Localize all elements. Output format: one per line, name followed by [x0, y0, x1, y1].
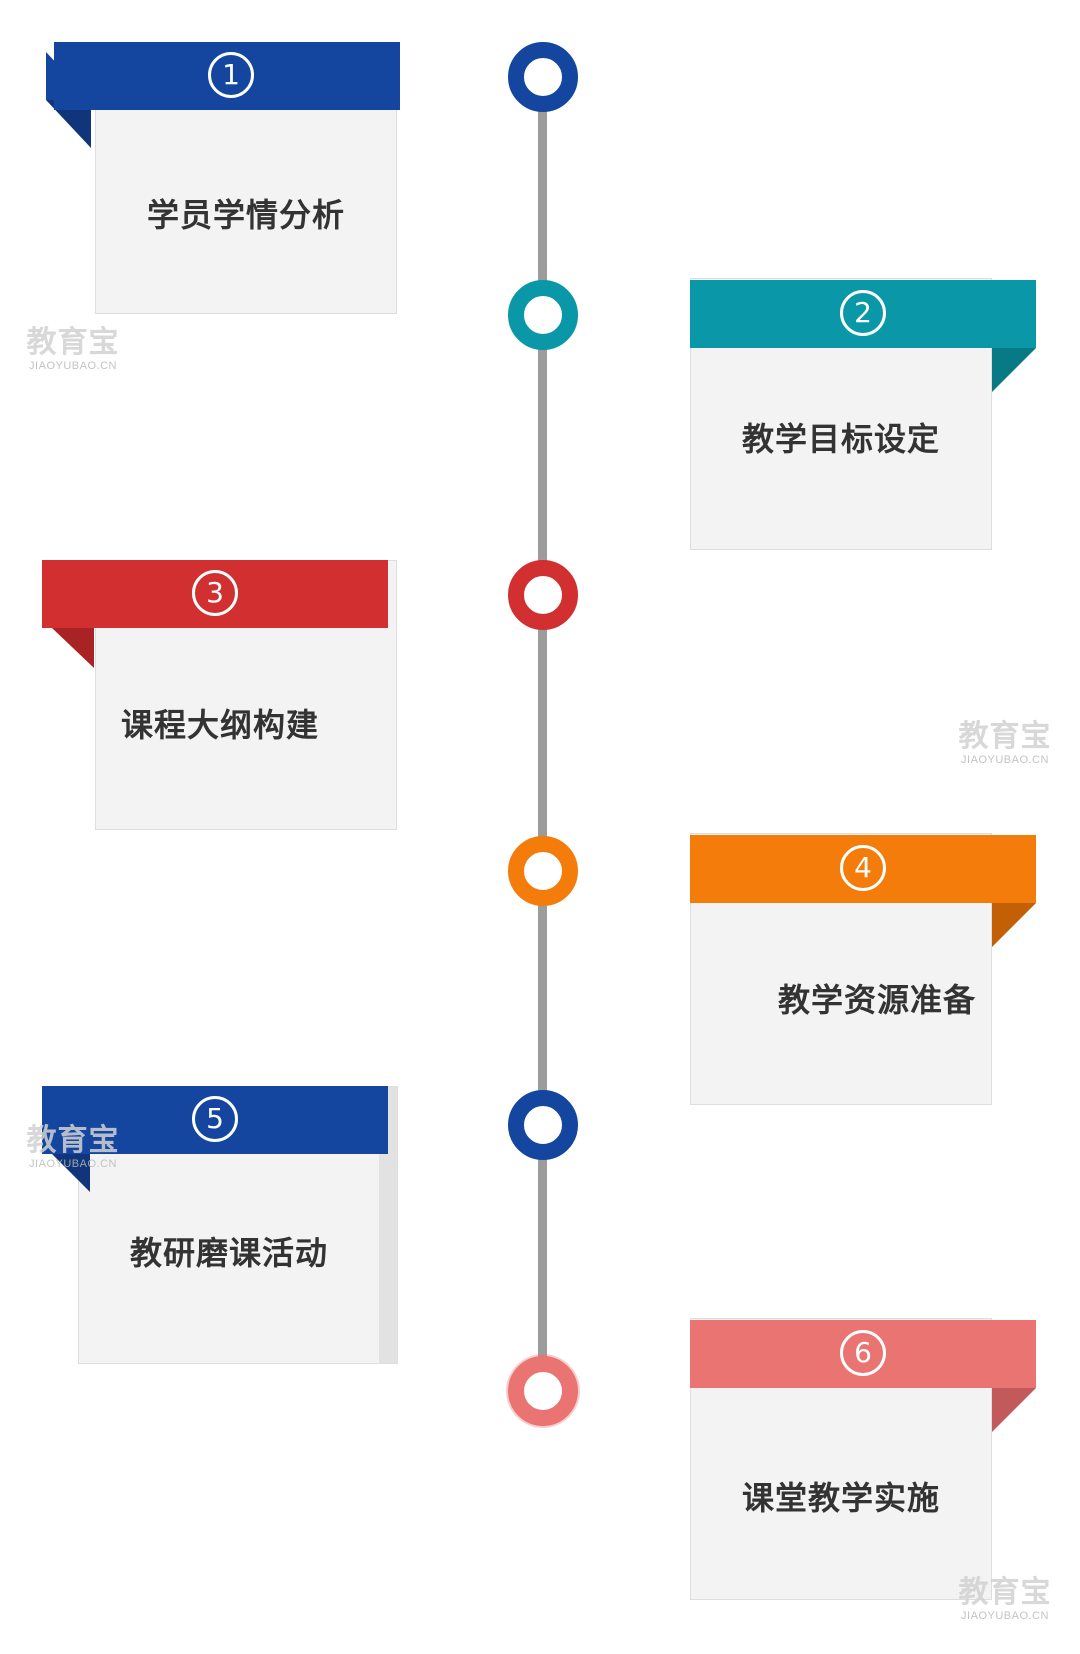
step-card-2: 2 教学目标设定	[660, 270, 1060, 560]
step-label: 教学目标设定	[741, 420, 940, 458]
step-number: 5	[192, 1096, 238, 1142]
step-label: 学员学情分析	[146, 196, 345, 234]
step-card-5: 5 教研磨课活动	[0, 1080, 420, 1370]
ribbon-fold	[52, 1154, 90, 1192]
watermark-logo: 教育宝 JIAOYUBAO.CN	[950, 719, 1060, 767]
step-number: 6	[840, 1330, 886, 1376]
step-number: 4	[840, 845, 886, 891]
step-ribbon: 5	[42, 1086, 388, 1154]
ribbon-fold	[992, 903, 1036, 947]
watermark-domain: JIAOYUBAO.CN	[29, 360, 117, 372]
watermark-logo: 教育宝 JIAOYUBAO.CN	[950, 1575, 1060, 1623]
step-ribbon: 3	[42, 560, 388, 628]
timeline-node-5	[508, 1090, 578, 1160]
step-ribbon: 6	[690, 1320, 1036, 1388]
step-card-1: 1 学员学情分析	[0, 0, 420, 320]
step-card-body	[95, 108, 397, 314]
step-card-4: 4 教学资源准备	[660, 825, 1060, 1115]
watermark-brand: 教育宝	[26, 325, 120, 360]
step-ribbon: 4	[690, 835, 1036, 903]
timeline-axis	[538, 76, 547, 1390]
step-number: 2	[840, 290, 886, 336]
step-ribbon: 1	[54, 42, 400, 110]
card-shadow-strip	[379, 1087, 397, 1363]
watermark-logo: 教育宝 JIAOYUBAO.CN	[18, 325, 128, 373]
step-number: 1	[208, 52, 254, 98]
timeline-node-1	[508, 42, 578, 112]
watermark-domain: JIAOYUBAO.CN	[961, 754, 1049, 766]
timeline-node-2	[508, 280, 578, 350]
watermark-brand: 教育宝	[958, 1575, 1052, 1610]
ribbon-fold	[992, 348, 1036, 392]
watermark-brand: 教育宝	[26, 1123, 120, 1158]
step-label: 课堂教学实施	[741, 1479, 940, 1517]
step-card-3: 3 课程大纲构建	[0, 555, 420, 835]
watermark-brand: 教育宝	[958, 719, 1052, 754]
timeline-node-4	[508, 836, 578, 906]
step-card-6: 6 课堂教学实施	[660, 1310, 1060, 1610]
step-number: 3	[192, 570, 238, 616]
step-ribbon: 2	[690, 280, 1036, 348]
step-label: 教学资源准备	[777, 981, 976, 1019]
step-label: 课程大纲构建	[120, 706, 319, 744]
watermark-logo: 教育宝 JIAOYUBAO.CN	[18, 1123, 128, 1171]
watermark-domain: JIAOYUBAO.CN	[961, 1610, 1049, 1622]
ribbon-fold	[52, 628, 94, 668]
timeline-node-3	[508, 560, 578, 630]
step-label: 教研磨课活动	[129, 1234, 328, 1272]
ribbon-fold	[992, 1388, 1036, 1432]
timeline-node-6	[508, 1356, 578, 1426]
watermark-domain: JIAOYUBAO.CN	[29, 1158, 117, 1170]
